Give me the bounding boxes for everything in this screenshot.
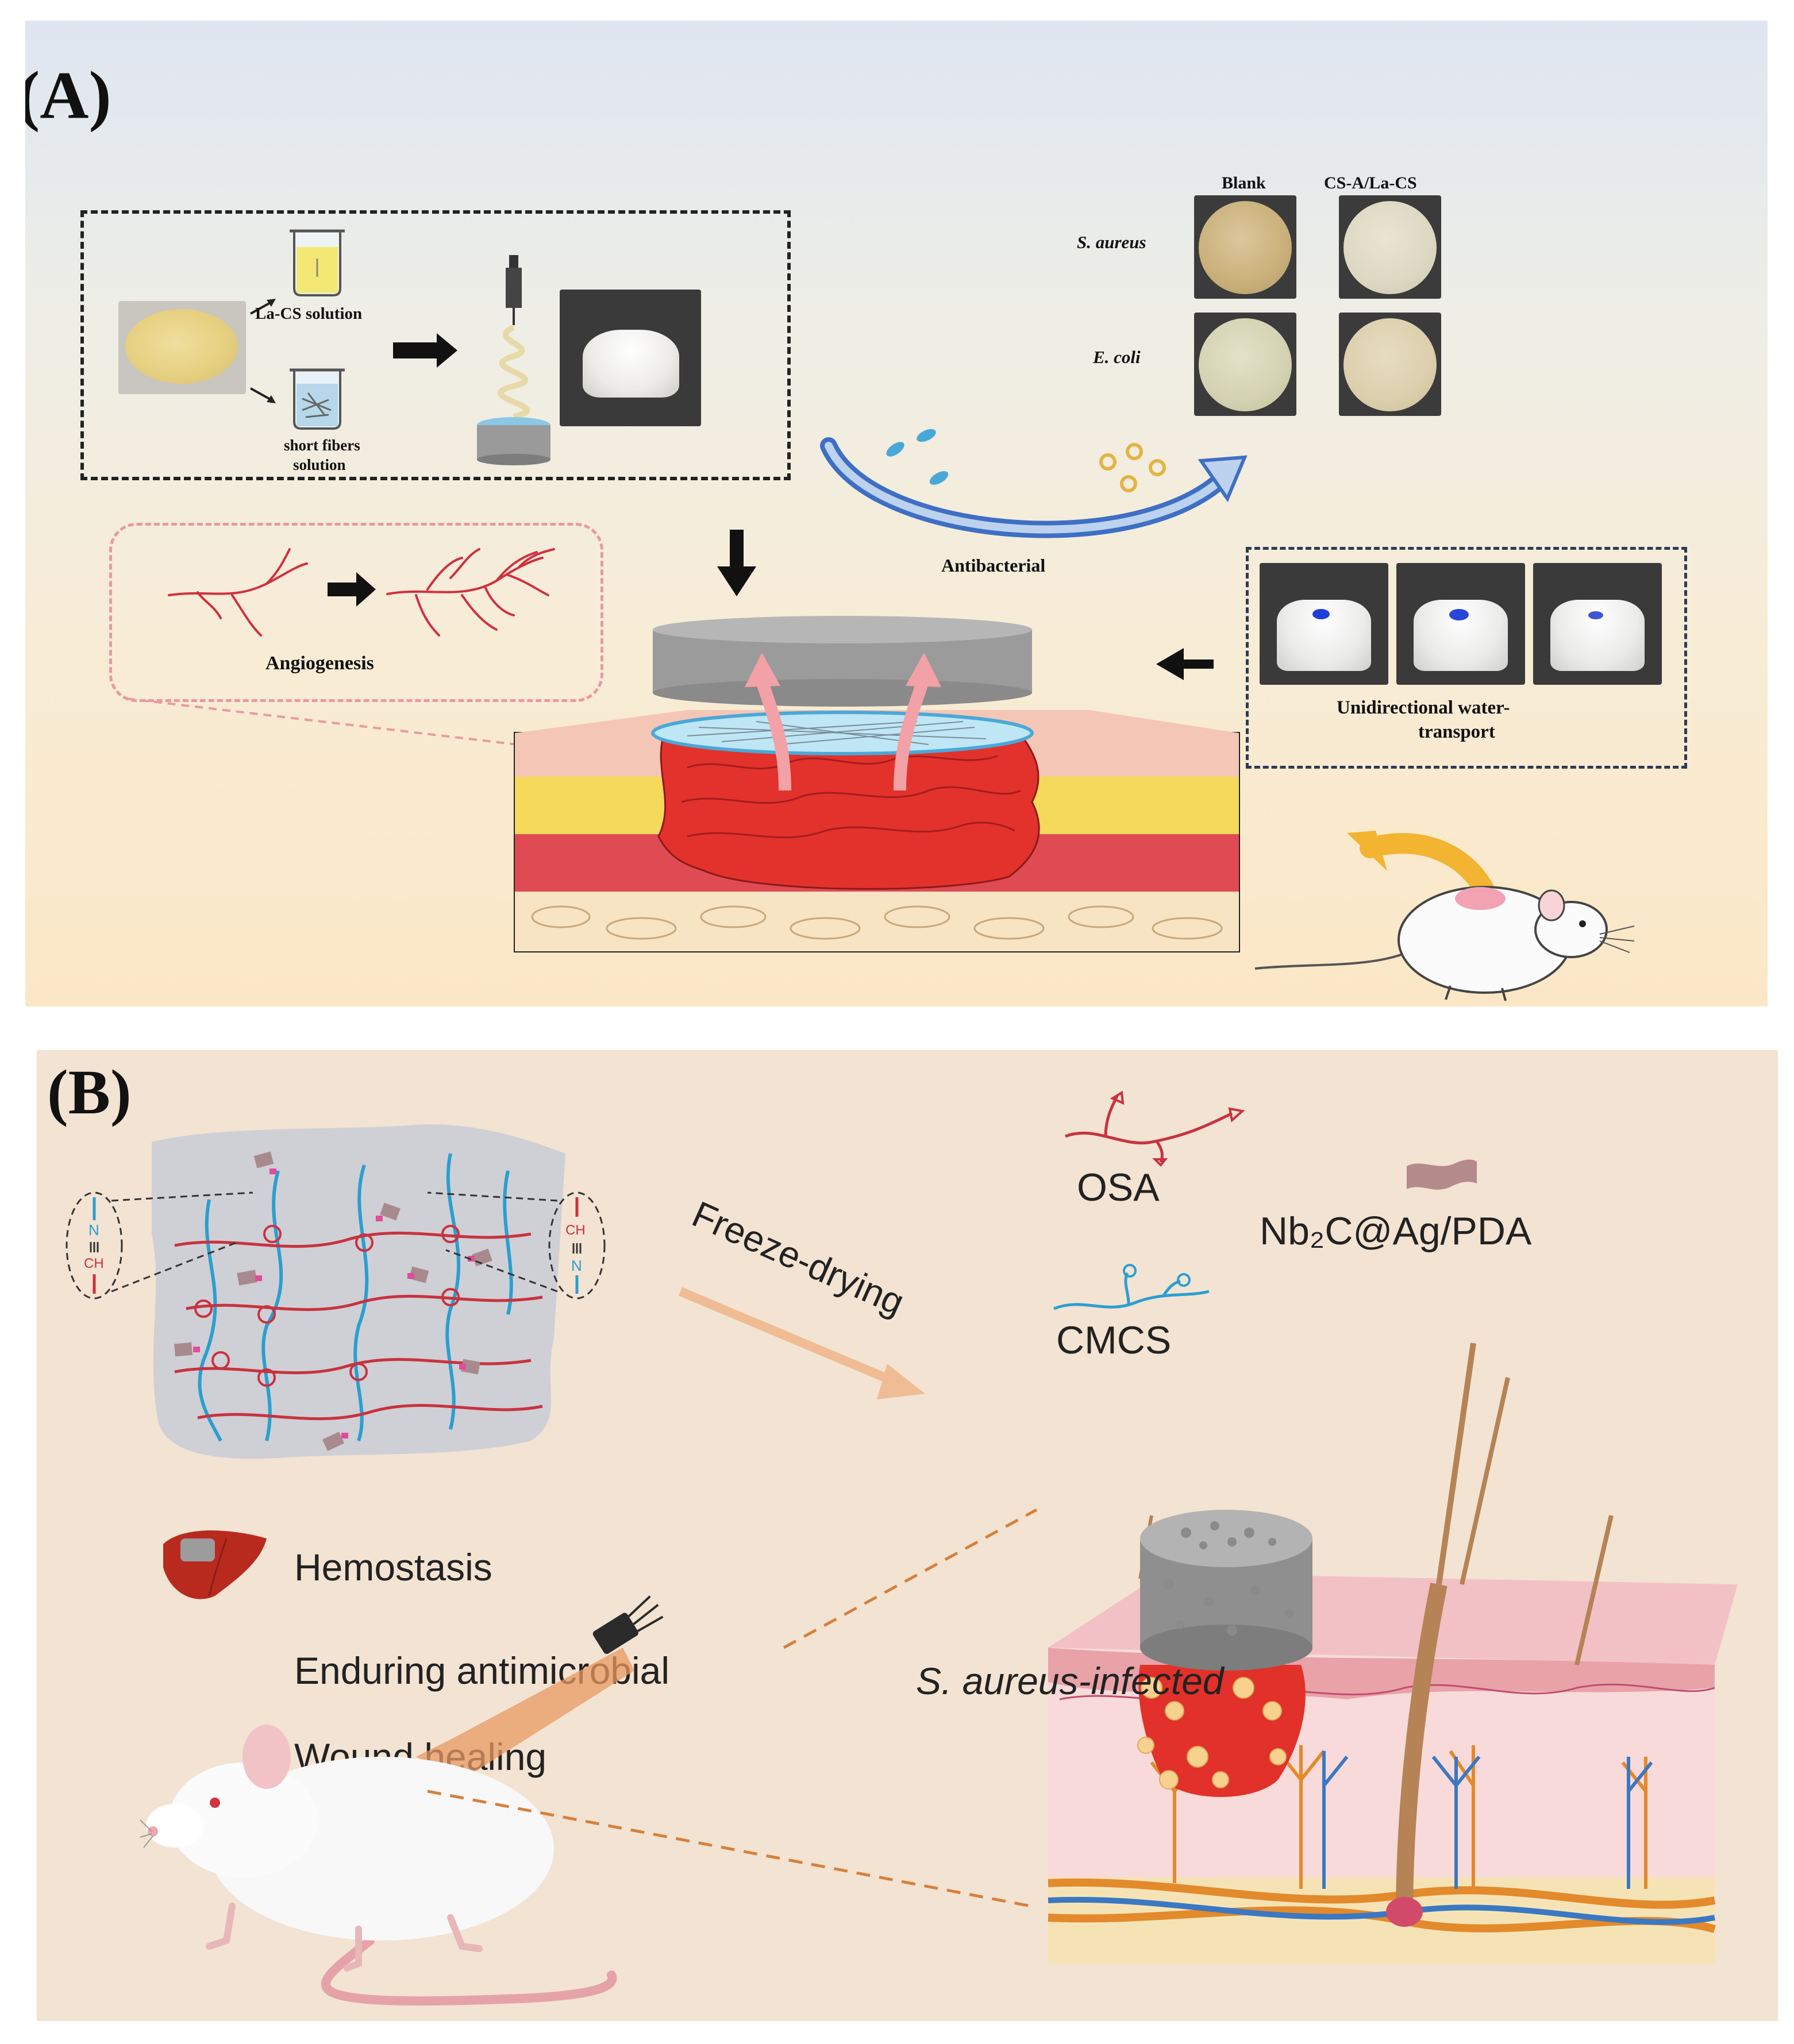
cmcs-label: CMCS <box>1056 1318 1172 1362</box>
infection-label: S. aureus-infected <box>916 1660 1224 1702</box>
bond-left-ch: CH <box>84 1256 104 1271</box>
water-transport-label-2: transport <box>1418 722 1495 742</box>
electrospinning-icon <box>477 255 550 465</box>
wound-model <box>514 616 1240 952</box>
water-transport-box <box>1246 547 1687 769</box>
bond-left-n: N <box>88 1221 99 1239</box>
beaker-la-cs-icon <box>290 229 345 296</box>
panel-b-label: (B) <box>47 1057 132 1127</box>
rat-illustration-b <box>140 1725 617 2006</box>
hydrogel-network <box>152 1124 565 1459</box>
bond-right-n: N <box>571 1257 582 1274</box>
water-transport-photo-3 <box>1533 563 1662 685</box>
sponge-photo <box>560 290 701 426</box>
antibacterial-arrow <box>820 429 1248 538</box>
plate-treated-e-coli <box>1339 313 1441 416</box>
panel-a: (A) La-CS solution short fibers solution <box>25 21 1768 1006</box>
panel-b: (B) <box>37 1050 1778 2021</box>
nir-light-icon <box>416 1595 664 1780</box>
blood-vessel-icons <box>168 548 555 637</box>
dead-bacteria-icons <box>1099 443 1166 492</box>
blank-column-label: Blank <box>1222 173 1266 192</box>
liver-icon <box>163 1530 267 1599</box>
short-fibers-label-2: solution <box>293 456 346 473</box>
cmcs-chain-icon <box>1053 1264 1210 1310</box>
plate-blank-s-aureus <box>1194 195 1296 299</box>
bond-callout-lines <box>66 1191 606 1299</box>
zoom-leader-lines <box>427 1508 1038 1908</box>
preparation-arrows <box>250 299 1214 680</box>
water-transport-photo-1 <box>1260 563 1388 685</box>
skin-cross-section <box>1048 1343 1738 1964</box>
mouse-illustration-a <box>1254 831 1635 1001</box>
osa-chain-icon <box>1065 1090 1245 1167</box>
powder-photo <box>118 301 246 394</box>
nanosheet-label: Nb₂C@Ag/PDA <box>1260 1209 1532 1253</box>
angiogenesis-label: Angiogenesis <box>265 653 374 674</box>
plate-blank-e-coli <box>1194 313 1296 416</box>
e-coli-row-label: E. coli <box>1093 347 1141 367</box>
short-fibers-label-1: short fibers <box>284 437 360 454</box>
water-transport-photo-2 <box>1396 563 1525 685</box>
panel-a-label: (A) <box>25 57 111 133</box>
angiogenesis-leader-lines <box>126 697 518 746</box>
water-transport-label-1: Unidirectional water- <box>1337 697 1510 718</box>
bacteria-icons <box>886 429 949 485</box>
angiogenesis-box <box>109 523 603 702</box>
plate-treated-s-aureus <box>1339 195 1441 299</box>
antibacterial-label: Antibacterial <box>941 555 1046 576</box>
s-aureus-row-label: S. aureus <box>1077 232 1146 252</box>
function-hemostasis: Hemostasis <box>294 1546 492 1588</box>
nanosheet-legend-icon <box>1407 1159 1477 1190</box>
treated-column-label: CS-A/La-CS <box>1324 173 1417 192</box>
la-cs-solution-label: La-CS solution <box>255 304 363 323</box>
preparation-box <box>80 210 791 480</box>
freeze-drying-arrow <box>678 1287 925 1399</box>
beaker-short-fibers-icon <box>290 368 345 430</box>
osa-label: OSA <box>1077 1166 1160 1209</box>
bond-right-ch: CH <box>565 1222 586 1238</box>
